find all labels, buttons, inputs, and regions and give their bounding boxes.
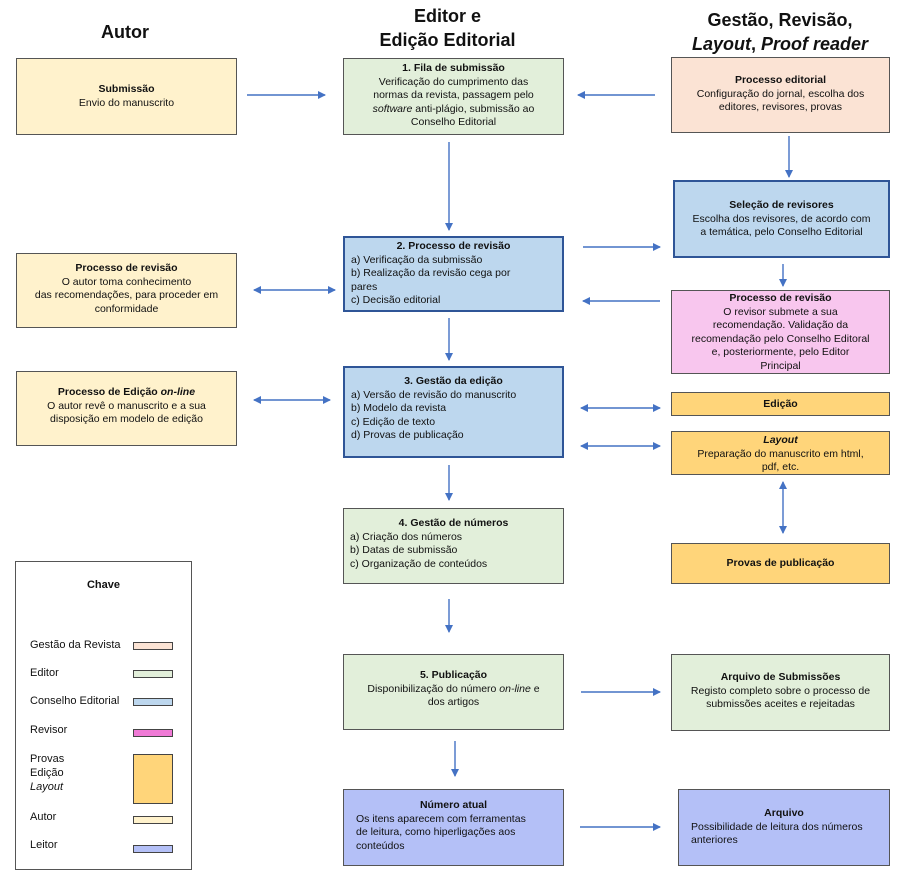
legend-label-conselho: Conselho Editorial	[30, 695, 120, 707]
box-fila-submissao: 1. Fila de submissão Verificação do cump…	[343, 58, 564, 135]
legend-label-provas: Provas	[30, 753, 65, 765]
header-editor: Editor e Edição Editorial	[379, 6, 516, 50]
legend-label-autor: Autor	[30, 811, 57, 823]
box-processo-editorial: Processo editorial Configuração do jorna…	[671, 57, 890, 133]
box-selecao-revisores: Seleção de revisores Escolha dos revisor…	[673, 180, 890, 258]
legend-swatch-provas	[133, 754, 173, 804]
box-gestao-numeros: 4. Gestão de números a) Criação dos núme…	[343, 508, 564, 584]
legend-label-leitor: Leitor	[30, 839, 58, 851]
box-revisor-revisao: Processo de revisão O revisor submete a …	[671, 290, 890, 374]
legend-swatch-leitor	[133, 845, 173, 853]
box-provas-publicacao: Provas de publicação	[671, 543, 890, 584]
header-autor: Autor	[101, 22, 149, 42]
box-arquivo-submissoes: Arquivo de Submissões Registo completo s…	[671, 654, 890, 731]
box-layout: Layout Preparação do manuscrito em html,…	[671, 431, 890, 475]
box-publicacao: 5. Publicação Disponibilização do número…	[343, 654, 564, 730]
box-numero-atual: Número atual Os itens aparecem com ferra…	[343, 789, 564, 866]
legend-swatch-editor	[133, 670, 173, 678]
legend-title: Chave	[86, 579, 121, 591]
legend-swatch-revisor	[133, 729, 173, 737]
box-edicao: Edição	[671, 392, 890, 416]
legend-swatch-conselho	[133, 698, 173, 706]
legend-label-editor: Editor	[30, 667, 59, 679]
box-autor-edicao: Processo de Edição on-line O autor revê …	[16, 371, 237, 446]
box-gestao-edicao: 3. Gestão da edição a) Versão de revisão…	[343, 366, 564, 458]
legend-swatch-gestao	[133, 642, 173, 650]
legend: Chave Gestão da Revista Editor Conselho …	[15, 561, 192, 870]
legend-label-gestao: Gestão da Revista	[30, 639, 121, 651]
box-arquivo: Arquivo Possibilidade de leitura dos núm…	[678, 789, 890, 866]
box-submissao: Submissão Envio do manuscrito	[16, 58, 237, 135]
legend-swatch-autor	[133, 816, 173, 824]
box-processo-revisao: 2. Processo de revisão a) Verificação da…	[343, 236, 564, 312]
box-autor-revisao: Processo de revisão O autor toma conheci…	[16, 253, 237, 328]
header-gestao: Gestão, Revisão, Layout, Proof reader	[691, 10, 869, 54]
legend-label-layout: Layout	[30, 781, 64, 793]
legend-label-edicao: Edição	[30, 767, 64, 779]
legend-label-revisor: Revisor	[30, 724, 68, 736]
